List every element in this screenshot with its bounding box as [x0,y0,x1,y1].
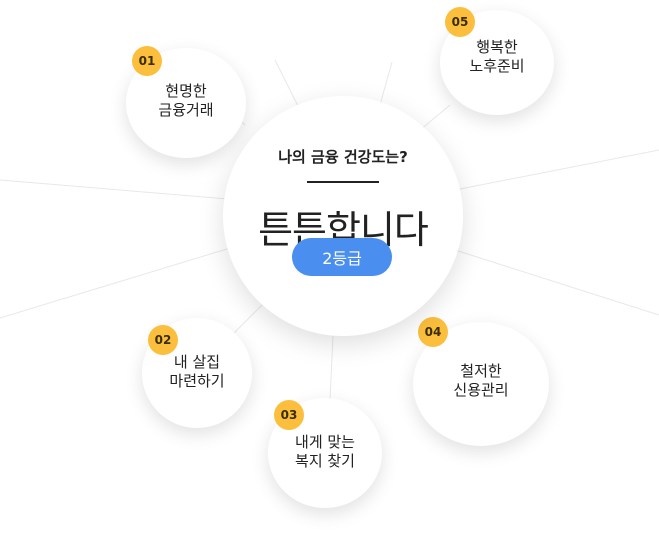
ray [274,59,301,111]
ray [329,335,334,401]
grade-badge: 2등급 [292,238,392,276]
ray [454,149,659,191]
node-label-03: 내게 맞는 복지 찾기 [295,433,355,470]
health-result-circle: 나의 금융 건강도는? 튼튼합니다 2등급 [223,96,463,336]
node-label-01: 현명한 금융거래 [158,82,214,119]
ray [379,61,393,106]
ray [0,244,241,319]
ray [0,179,241,201]
node-badge-04: 04 [418,317,448,347]
node-badge-03: 03 [274,400,304,430]
node-label-02: 내 살집 마련하기 [169,353,225,390]
health-question: 나의 금융 건강도는? [278,148,408,166]
node-label-04: 철저한 신용관리 [453,362,509,399]
node-badge-01: 01 [132,46,162,76]
ray [454,249,659,316]
ray [419,104,451,131]
node-badge-02: 02 [148,325,178,355]
node-label-05: 행복한 노후준비 [469,38,525,75]
question-divider [307,181,379,183]
node-badge-05: 05 [445,7,475,37]
ray [231,304,263,336]
